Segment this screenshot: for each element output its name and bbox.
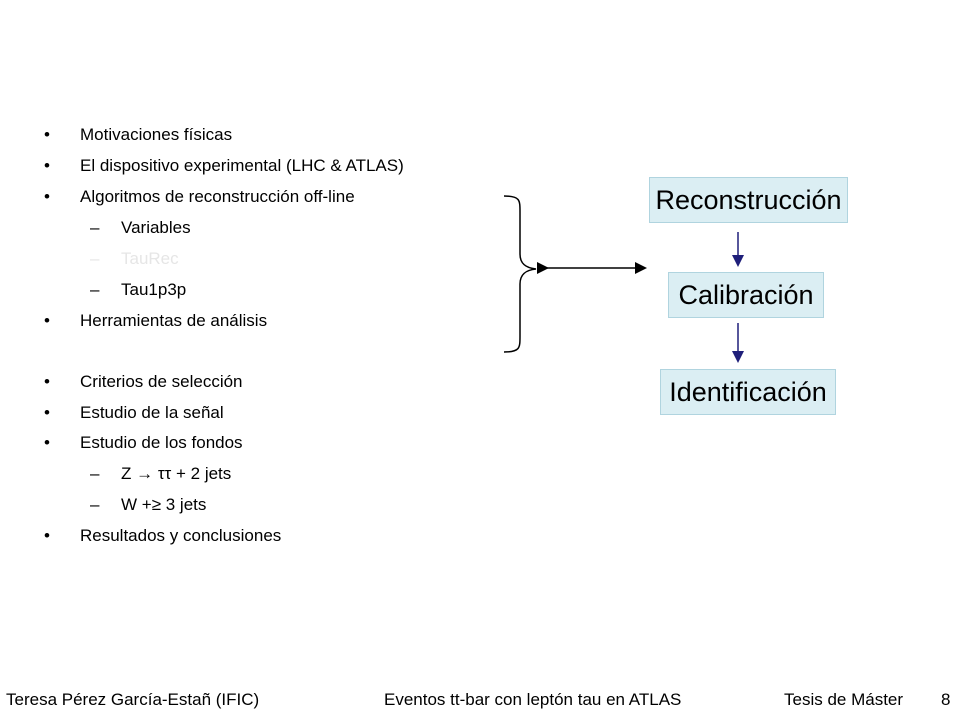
- outline-item-senal: Estudio de la señal: [80, 403, 224, 422]
- outline-list: • Motivaciones físicas • El dispositivo …: [0, 0, 500, 600]
- outline-subitem-variables: Variables: [121, 218, 191, 237]
- bullet-mark: •: [44, 125, 50, 144]
- bullet-mark: •: [44, 372, 50, 391]
- footer-thesis: Tesis de Máster: [784, 690, 904, 709]
- outline-item-dispositivo: El dispositivo experimental (LHC & ATLAS…: [80, 156, 404, 175]
- dash-mark: –: [90, 249, 100, 268]
- page-number: 8: [941, 690, 951, 709]
- bullet-mark: •: [44, 156, 50, 175]
- footer-title: Eventos tt-bar con leptón tau en ATLAS: [384, 690, 682, 709]
- footer-author: Teresa Pérez García-Estañ (IFIC): [6, 690, 260, 709]
- outline-subitem-tau1p3p: Tau1p3p: [121, 280, 187, 299]
- outline-item-herramientas: Herramientas de análisis: [80, 311, 268, 330]
- curly-brace: [503, 195, 537, 353]
- bullet-mark: •: [44, 433, 50, 452]
- outline-subitem-w-jets: W +≥ 3 jets: [121, 495, 207, 514]
- identificacion-box: Identificación: [660, 369, 836, 415]
- dash-mark: –: [90, 218, 100, 237]
- outline-item-motivaciones: Motivaciones físicas: [80, 125, 233, 144]
- bullet-mark: •: [44, 526, 50, 545]
- dash-mark: –: [90, 495, 100, 514]
- bullet-mark: •: [44, 311, 50, 330]
- outline-item-resultados: Resultados y conclusiones: [80, 526, 282, 545]
- outline-subitem-taurec: TauRec: [121, 249, 179, 268]
- dash-mark: –: [90, 464, 100, 483]
- bullet-mark: •: [44, 187, 50, 206]
- outline-subitem-z-tautau: Z → ττ + 2 jets: [121, 464, 232, 483]
- outline-item-criterios: Criterios de selección: [80, 372, 243, 391]
- bullet-mark: •: [44, 403, 50, 422]
- dash-mark: –: [90, 280, 100, 299]
- reconstruccion-box: Reconstrucción: [649, 177, 848, 223]
- outline-item-fondos: Estudio de los fondos: [80, 433, 243, 452]
- outline-item-algoritmos: Algoritmos de reconstrucción off-line: [80, 187, 355, 206]
- calibracion-box: Calibración: [668, 272, 824, 318]
